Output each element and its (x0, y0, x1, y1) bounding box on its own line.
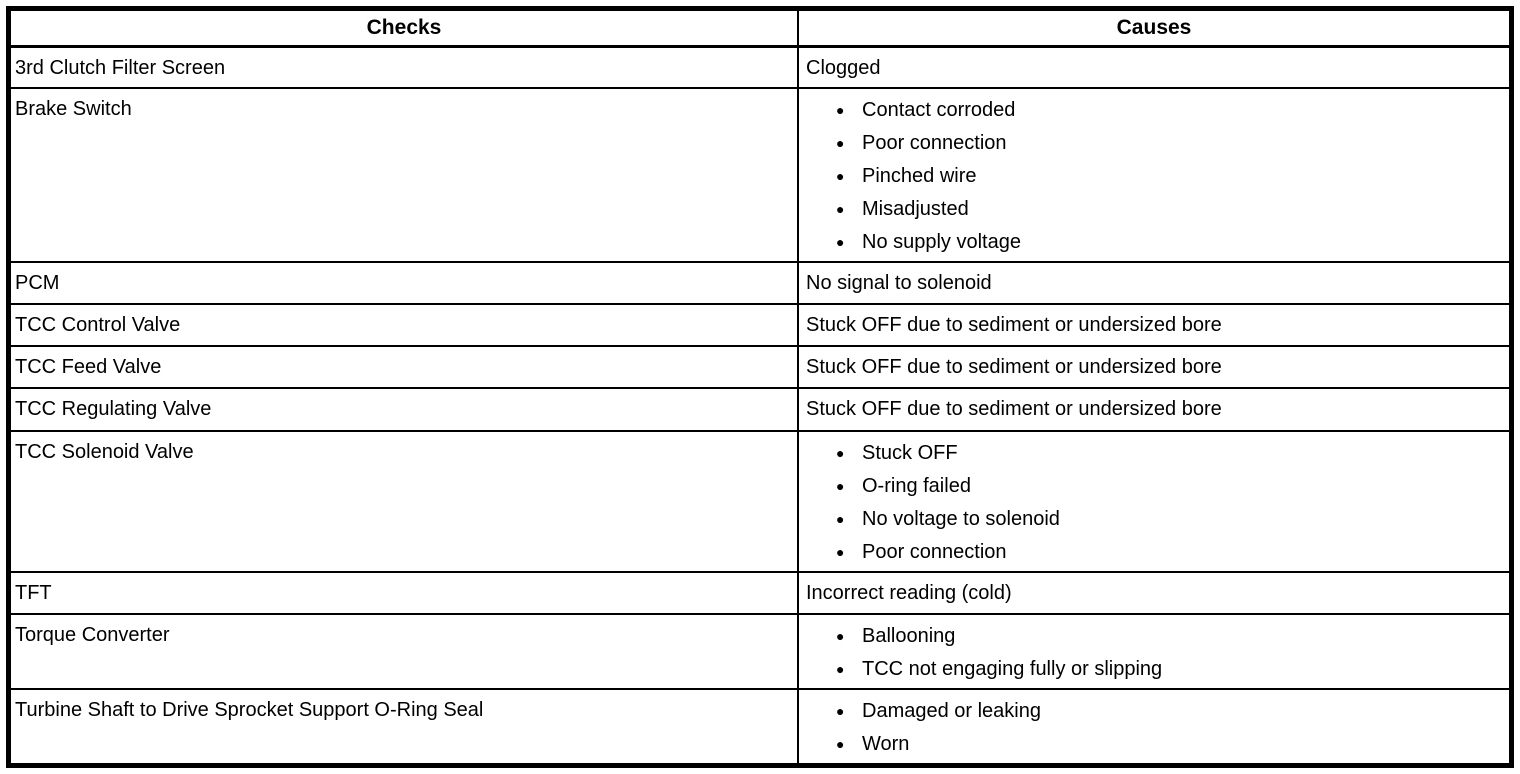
cause-bullet-item: ● Stuck OFF (806, 437, 1503, 470)
table-row: PCM No signal to solenoid (11, 263, 1509, 305)
column-header-causes: Causes (797, 11, 1509, 45)
bullet-icon: ● (836, 736, 845, 752)
cause-bullet-item: ● No voltage to solenoid (806, 503, 1503, 536)
cause-label: Misadjusted (862, 198, 969, 220)
cause-bullet-item: ● No supply voltage (806, 226, 1503, 259)
bullet-icon: ● (836, 478, 845, 494)
bullet-icon: ● (836, 234, 845, 250)
check-cell: TCC Regulating Valve (15, 398, 212, 420)
table-row: Brake Switch ● Contact corroded ● Poor conn… (11, 89, 1509, 263)
cause-label: Ballooning (862, 625, 956, 647)
cause-label: Damaged or leaking (862, 700, 1041, 722)
cause-label: Stuck OFF (862, 442, 958, 464)
table-body: 3rd Clutch Filter Screen Clogged Brake S… (11, 48, 1509, 763)
cause-bullet-item: ● Misadjusted (806, 193, 1503, 226)
cause-label: Poor connection (862, 541, 1007, 563)
cause-label: O-ring failed (862, 475, 971, 497)
cause-text: Stuck OFF due to sediment or undersized … (806, 398, 1222, 420)
cause-label: Worn (862, 733, 910, 755)
table-row: Turbine Shaft to Drive Sprocket Support … (11, 690, 1509, 763)
cause-label: TCC not engaging fully or slipping (862, 658, 1163, 680)
bullet-icon: ● (836, 511, 845, 527)
column-header-checks: Checks (366, 16, 442, 39)
cause-bullet-item: ● Poor connection (806, 536, 1503, 569)
check-cell: PCM (15, 272, 60, 294)
check-cell: TCC Control Valve (15, 314, 181, 336)
cause-label: No voltage to solenoid (862, 508, 1060, 530)
bullet-icon: ● (836, 201, 845, 217)
bullet-icon: ● (836, 703, 845, 719)
bullet-icon: ● (836, 628, 845, 644)
bullet-icon: ● (836, 445, 845, 461)
cause-cell: Stuck OFF due to sediment or undersized … (797, 389, 1509, 430)
cause-bullet-item: ● Worn (806, 728, 1503, 761)
table-header-row: Checks Causes (11, 11, 1509, 48)
check-cell: TCC Feed Valve (15, 356, 162, 378)
table-row: TCC Solenoid Valve ● Stuck OFF ● O-ring fai… (11, 432, 1509, 573)
cause-cell: ● Contact corroded ● Poor connection ● Pinche… (797, 89, 1509, 261)
table-row: TCC Regulating Valve Stuck OFF due to se… (11, 389, 1509, 432)
cause-text: Incorrect reading (cold) (806, 582, 1012, 604)
cause-text: Stuck OFF due to sediment or undersized … (806, 314, 1222, 336)
cause-cell: ● Ballooning ● TCC not engaging fully or sl… (797, 615, 1509, 688)
bullet-icon: ● (836, 135, 845, 151)
cause-label: Contact corroded (862, 99, 1016, 121)
check-cell: Brake Switch (15, 98, 132, 120)
cause-bullet-item: ● O-ring failed (806, 470, 1503, 503)
cause-cell: No signal to solenoid (797, 263, 1509, 303)
cause-cell: Stuck OFF due to sediment or undersized … (797, 305, 1509, 345)
cause-bullet-item: ● Poor connection (806, 127, 1503, 160)
table-row: TFT Incorrect reading (cold) (11, 573, 1509, 615)
cause-text: Stuck OFF due to sediment or undersized … (806, 356, 1222, 378)
diagnostic-checks-causes-table: Checks Causes 3rd Clutch Filter Screen C… (6, 6, 1514, 768)
bullet-icon: ● (836, 661, 845, 677)
cause-bullet-item: ● Damaged or leaking (806, 695, 1503, 728)
cause-label: No supply voltage (862, 231, 1021, 253)
check-cell: TCC Solenoid Valve (15, 441, 194, 463)
bullet-icon: ● (836, 168, 845, 184)
table-row: 3rd Clutch Filter Screen Clogged (11, 48, 1509, 89)
cause-text: No signal to solenoid (806, 272, 992, 294)
table-row: Torque Converter ● Ballooning ● TCC not eng… (11, 615, 1509, 690)
cause-cell: Incorrect reading (cold) (797, 573, 1509, 613)
check-cell: Turbine Shaft to Drive Sprocket Support … (15, 699, 484, 721)
cause-text: Clogged (806, 57, 881, 79)
bullet-icon: ● (836, 102, 845, 118)
cause-bullet-item: ● Contact corroded (806, 94, 1503, 127)
cause-label: Pinched wire (862, 165, 977, 187)
cause-label: Poor connection (862, 132, 1007, 154)
check-cell: TFT (15, 582, 52, 604)
bullet-icon: ● (836, 544, 845, 560)
table-row: TCC Control Valve Stuck OFF due to sedim… (11, 305, 1509, 347)
cause-cell: Stuck OFF due to sediment or undersized … (797, 347, 1509, 387)
table-row: TCC Feed Valve Stuck OFF due to sediment… (11, 347, 1509, 389)
cause-bullet-item: ● Pinched wire (806, 160, 1503, 193)
cause-cell: ● Stuck OFF ● O-ring failed ● No voltage to s… (797, 432, 1509, 571)
check-cell: 3rd Clutch Filter Screen (15, 57, 226, 79)
check-cell: Torque Converter (15, 624, 170, 646)
cause-cell: ● Damaged or leaking ● Worn (797, 690, 1509, 763)
cause-cell: Clogged (797, 48, 1509, 87)
cause-bullet-item: ● TCC not engaging fully or slipping (806, 653, 1503, 686)
cause-bullet-item: ● Ballooning (806, 620, 1503, 653)
